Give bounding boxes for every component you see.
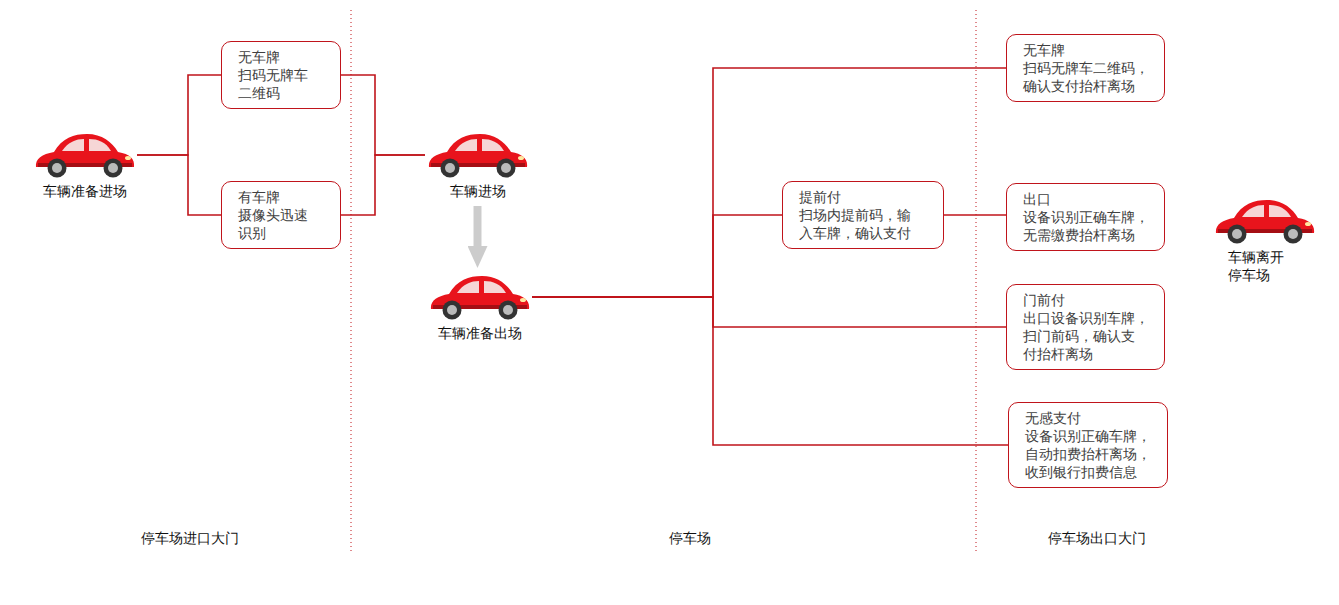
car-wheel: [1284, 225, 1303, 244]
zone-label: 停车场: [667, 530, 713, 548]
car-window: [455, 139, 477, 151]
car-icon: [425, 130, 530, 180]
box-body: 出口设备识别车牌， 扫门前码，确认支 付抬杆离场: [1023, 309, 1158, 363]
car-wheel: [497, 159, 516, 178]
process-box: 出口设备识别正确车牌， 无需缴费抬杆离场: [1006, 183, 1165, 251]
car-hub: [447, 305, 457, 315]
vehicle-node: 车辆准备进场: [32, 130, 137, 200]
box-heading: 无感支付: [1025, 409, 1161, 427]
car-light: [518, 156, 524, 160]
box-heading: 无车牌: [1023, 41, 1158, 59]
car-window: [482, 139, 504, 151]
connector-line: [341, 75, 425, 155]
vehicle-caption: 车辆准备出场: [427, 324, 532, 342]
car-hub: [445, 163, 455, 173]
car-window: [1242, 205, 1264, 217]
zone-label: 停车场进口大门: [139, 530, 241, 548]
divider-line: [976, 10, 977, 553]
box-heading: 提前付: [799, 188, 937, 206]
box-body: 设备识别正确车牌， 自动扣费抬杆离场， 收到银行扣费信息: [1025, 427, 1161, 481]
car-window: [89, 139, 111, 151]
car-icon: [427, 272, 532, 322]
process-box: 无感支付设备识别正确车牌， 自动扣费抬杆离场， 收到银行扣费信息: [1008, 402, 1168, 488]
car-hub: [1288, 229, 1298, 239]
vehicle-caption: 车辆进场: [425, 182, 530, 200]
box-body: 摄像头迅速 识别: [238, 206, 334, 242]
car-hub: [108, 163, 118, 173]
process-box: 提前付扫场内提前码，输 入车牌，确认支付: [782, 181, 944, 249]
car-wheel: [499, 301, 518, 320]
car-hub: [52, 163, 62, 173]
box-body: 扫码无牌车 二维码: [238, 66, 334, 102]
zone-label: 停车场出口大门: [1046, 530, 1148, 548]
car-window: [1269, 205, 1291, 217]
car-icon: [32, 130, 137, 180]
connector-line: [532, 297, 1008, 445]
car-window: [457, 281, 479, 293]
car-hub: [501, 163, 511, 173]
vehicle-node: 车辆准备出场: [427, 272, 532, 342]
vehicle-node: 车辆进场: [425, 130, 530, 200]
box-heading: 无车牌: [238, 48, 334, 66]
car-light: [125, 156, 131, 160]
car-hub: [1232, 229, 1242, 239]
vehicle-node: 车辆离开 停车场: [1212, 196, 1317, 284]
box-heading: 门前付: [1023, 291, 1158, 309]
car-wheel: [104, 159, 123, 178]
car-light: [520, 298, 526, 302]
vehicle-caption: 车辆离开 停车场: [1228, 248, 1292, 284]
process-box: 有车牌摄像头迅速 识别: [221, 181, 341, 249]
car-wheel: [1228, 225, 1247, 244]
car-window: [62, 139, 84, 151]
box-body: 扫码无牌车二维码， 确认支付抬杆离场: [1023, 59, 1158, 95]
car-window: [484, 281, 506, 293]
car-wheel: [48, 159, 67, 178]
car-wheel: [443, 301, 462, 320]
connector-line: [532, 215, 782, 297]
process-box: 无车牌扫码无牌车二维码， 确认支付抬杆离场: [1006, 34, 1165, 102]
car-wheel: [441, 159, 460, 178]
box-body: 扫场内提前码，输 入车牌，确认支付: [799, 206, 937, 242]
box-heading: 出口: [1023, 190, 1158, 208]
connector-line: [532, 68, 1006, 297]
connector-line: [532, 297, 1006, 327]
box-body: 设备识别正确车牌， 无需缴费抬杆离场: [1023, 208, 1158, 244]
car-hub: [503, 305, 513, 315]
connector-line: [137, 75, 221, 155]
process-box: 无车牌扫码无牌车 二维码: [221, 41, 341, 109]
connector-line: [341, 155, 425, 215]
box-heading: 有车牌: [238, 188, 334, 206]
vehicle-caption: 车辆准备进场: [32, 182, 137, 200]
connector-line: [944, 214, 1006, 216]
connector-line: [137, 155, 221, 215]
flow-arrow: [474, 206, 482, 252]
process-box: 门前付出口设备识别车牌， 扫门前码，确认支 付抬杆离场: [1006, 284, 1165, 370]
car-light: [1305, 222, 1311, 226]
car-icon: [1212, 196, 1317, 246]
divider-line: [351, 10, 352, 553]
